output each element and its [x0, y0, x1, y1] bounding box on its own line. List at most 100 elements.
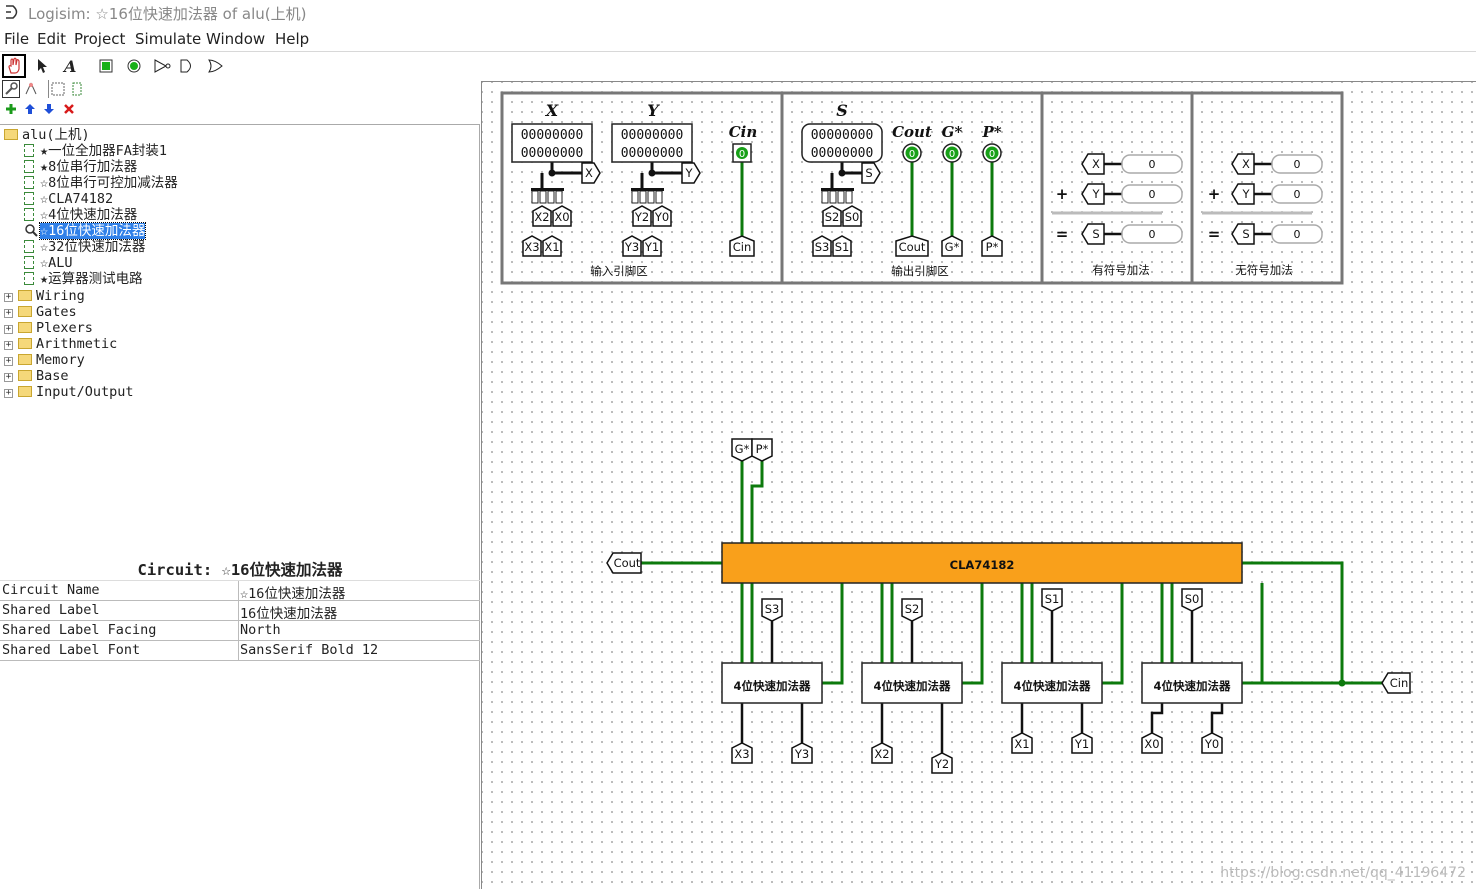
- tree-library-gates[interactable]: +Gates: [4, 304, 77, 320]
- tree-library-base[interactable]: +Base: [4, 368, 69, 384]
- poke-tool-button[interactable]: [2, 54, 26, 78]
- tunnel[interactable]: [1231, 153, 1255, 175]
- tree-circuit-item-selected[interactable]: ☆16位快速加法器: [24, 222, 147, 240]
- menu-help[interactable]: Help: [275, 30, 310, 48]
- tunnel[interactable]: [532, 205, 552, 227]
- tunnel[interactable]: [931, 752, 953, 774]
- move-down-button[interactable]: [40, 100, 58, 118]
- tree-library-arithmetic[interactable]: +Arithmetic: [4, 336, 117, 352]
- tunnel[interactable]: [606, 552, 642, 574]
- tunnel[interactable]: [542, 235, 562, 257]
- delete-circuit-button[interactable]: [60, 100, 78, 118]
- tunnel[interactable]: [552, 205, 572, 227]
- tunnel[interactable]: [861, 162, 881, 184]
- tree-library-io[interactable]: +Input/Output: [4, 384, 134, 400]
- attr-value[interactable]: North: [240, 622, 281, 638]
- select-tool-button[interactable]: [30, 54, 54, 78]
- tunnel[interactable]: [822, 205, 842, 227]
- not-gate-tool-button[interactable]: [150, 54, 174, 78]
- attr-value[interactable]: 16位快速加法器: [240, 606, 338, 622]
- tunnel[interactable]: [1381, 672, 1411, 694]
- tunnel-label: X0: [554, 210, 569, 224]
- tunnel[interactable]: [622, 235, 642, 257]
- expand-icon[interactable]: +: [4, 340, 13, 350]
- attr-row-circuit-name[interactable]: Circuit Name☆16位快速加法器: [0, 581, 480, 602]
- tunnel[interactable]: [1011, 732, 1033, 754]
- tunnel[interactable]: [1081, 183, 1105, 205]
- expand-icon[interactable]: +: [4, 292, 13, 302]
- tree-circuit-item[interactable]: ☆32位快速加法器: [24, 239, 145, 255]
- add-circuit-button[interactable]: [2, 100, 20, 118]
- tunnel[interactable]: [522, 235, 542, 257]
- tunnel[interactable]: [1231, 183, 1255, 205]
- tunnel[interactable]: [1141, 732, 1163, 754]
- and-gate-tool-button[interactable]: [176, 54, 200, 78]
- tunnel[interactable]: [1081, 153, 1105, 175]
- tunnel[interactable]: [895, 235, 929, 257]
- tree-circuit-item[interactable]: ★运算器测试电路: [24, 271, 143, 287]
- tree-library-memory[interactable]: +Memory: [4, 352, 85, 368]
- expand-icon[interactable]: +: [4, 324, 13, 334]
- tunnel[interactable]: [1071, 732, 1093, 754]
- tree-circuit-item[interactable]: ★一位全加器FA封装1: [24, 143, 167, 159]
- tunnel[interactable]: [1231, 223, 1255, 245]
- tunnel[interactable]: [642, 235, 662, 257]
- tunnel[interactable]: [901, 598, 923, 622]
- tree-root[interactable]: alu(上机): [4, 127, 90, 143]
- tree-library-wiring[interactable]: +Wiring: [4, 288, 85, 304]
- tunnel[interactable]: [832, 235, 852, 257]
- menu-window[interactable]: Window: [206, 30, 266, 48]
- tunnel[interactable]: [791, 742, 813, 764]
- tunnel[interactable]: [981, 235, 1003, 257]
- tunnel[interactable]: [652, 205, 672, 227]
- edit-appearance-button[interactable]: [48, 80, 66, 98]
- tree-circuit-item[interactable]: ★8位串行加法器: [24, 159, 137, 175]
- menu-edit[interactable]: Edit: [37, 30, 67, 48]
- tunnel[interactable]: [871, 742, 893, 764]
- tree-library-plexers[interactable]: +Plexers: [4, 320, 93, 336]
- expand-icon[interactable]: +: [4, 356, 13, 366]
- text-tool-button[interactable]: A: [58, 54, 82, 78]
- menu-project[interactable]: Project: [74, 30, 126, 48]
- expand-icon[interactable]: +: [4, 372, 13, 382]
- tree-circuit-item[interactable]: ☆4位快速加法器: [24, 207, 137, 223]
- tunnel[interactable]: [1041, 588, 1063, 612]
- attr-value[interactable]: ☆16位快速加法器: [240, 586, 346, 602]
- menu-file[interactable]: File: [4, 30, 30, 48]
- expand-icon[interactable]: +: [4, 308, 13, 318]
- output-pin-tool-button[interactable]: [122, 54, 146, 78]
- input-pin-tool-button[interactable]: [94, 54, 118, 78]
- tunnel[interactable]: [729, 235, 755, 257]
- tree-circuit-item[interactable]: ☆8位串行可控加减法器: [24, 175, 178, 191]
- edit-layout-button[interactable]: [68, 80, 86, 98]
- tunnel[interactable]: [842, 205, 862, 227]
- tunnel[interactable]: [731, 438, 753, 462]
- tunnel[interactable]: [1181, 588, 1203, 612]
- tunnel[interactable]: [812, 235, 832, 257]
- tunnel[interactable]: [632, 205, 652, 227]
- toolbox-view-button[interactable]: [2, 80, 20, 98]
- tunnel-label: S0: [845, 210, 860, 224]
- tunnel[interactable]: [761, 598, 783, 622]
- move-up-button[interactable]: [21, 100, 39, 118]
- tunnel[interactable]: [941, 235, 963, 257]
- or-gate-tool-button[interactable]: [204, 54, 228, 78]
- tree-circuit-item[interactable]: ☆CLA74182: [24, 191, 113, 207]
- tunnel[interactable]: [1081, 223, 1105, 245]
- simulation-view-button[interactable]: [22, 80, 40, 98]
- expand-icon[interactable]: +: [4, 388, 13, 398]
- tunnel[interactable]: [681, 162, 701, 184]
- tunnel[interactable]: [751, 438, 773, 462]
- folder-icon: [18, 354, 32, 365]
- tunnel[interactable]: [731, 742, 753, 764]
- menu-simulate[interactable]: Simulate: [135, 30, 202, 48]
- attr-value[interactable]: SansSerif Bold 12: [240, 642, 379, 658]
- tree-circuit-item[interactable]: ☆ALU: [24, 255, 73, 271]
- tunnel[interactable]: [1201, 732, 1223, 754]
- tunnel[interactable]: [581, 162, 601, 184]
